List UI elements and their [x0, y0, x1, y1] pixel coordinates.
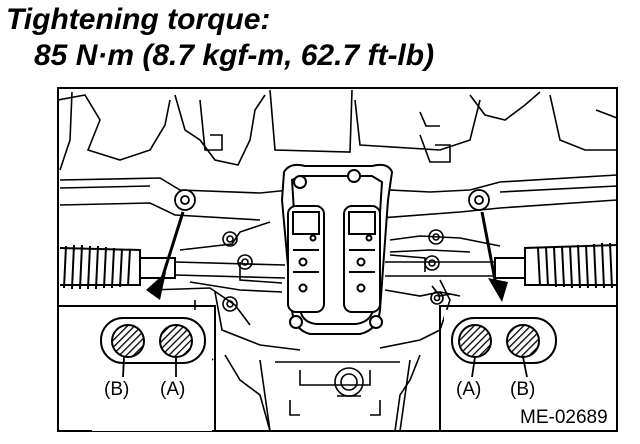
mount-bolt-left: [174, 189, 196, 211]
right-bolt-b-symbol: [506, 324, 540, 358]
heading-torque-value: 85 N·m (8.7 kgf-m, 62.7 ft-lb): [34, 39, 435, 72]
callout-left: (B) (A): [58, 305, 216, 431]
heading-torque-title: Tightening torque:: [6, 3, 271, 36]
left-label-a: (A): [160, 379, 185, 400]
steering-rack: [174, 221, 501, 297]
arrow-right: [480, 211, 508, 302]
left-label-b: (B): [104, 379, 129, 400]
steering-boot-right: [494, 242, 617, 289]
right-label-a: (A): [456, 379, 481, 400]
left-bolt-a-symbol: [159, 324, 193, 358]
right-bolt-a-symbol: [458, 324, 492, 358]
steering-boot-left: [59, 244, 176, 290]
arrow-left: [146, 211, 185, 300]
center-mount-bracket: [280, 163, 394, 335]
vehicle-underbody-outline: [58, 89, 617, 171]
left-bolt-b-symbol: [111, 324, 145, 358]
mount-bolt-right: [468, 189, 490, 211]
callout-right: (A) (B): [439, 305, 617, 431]
figure-id: ME-02689: [520, 407, 608, 428]
right-label-b: (B): [510, 379, 535, 400]
rack-bracket-bolts: [222, 229, 444, 312]
